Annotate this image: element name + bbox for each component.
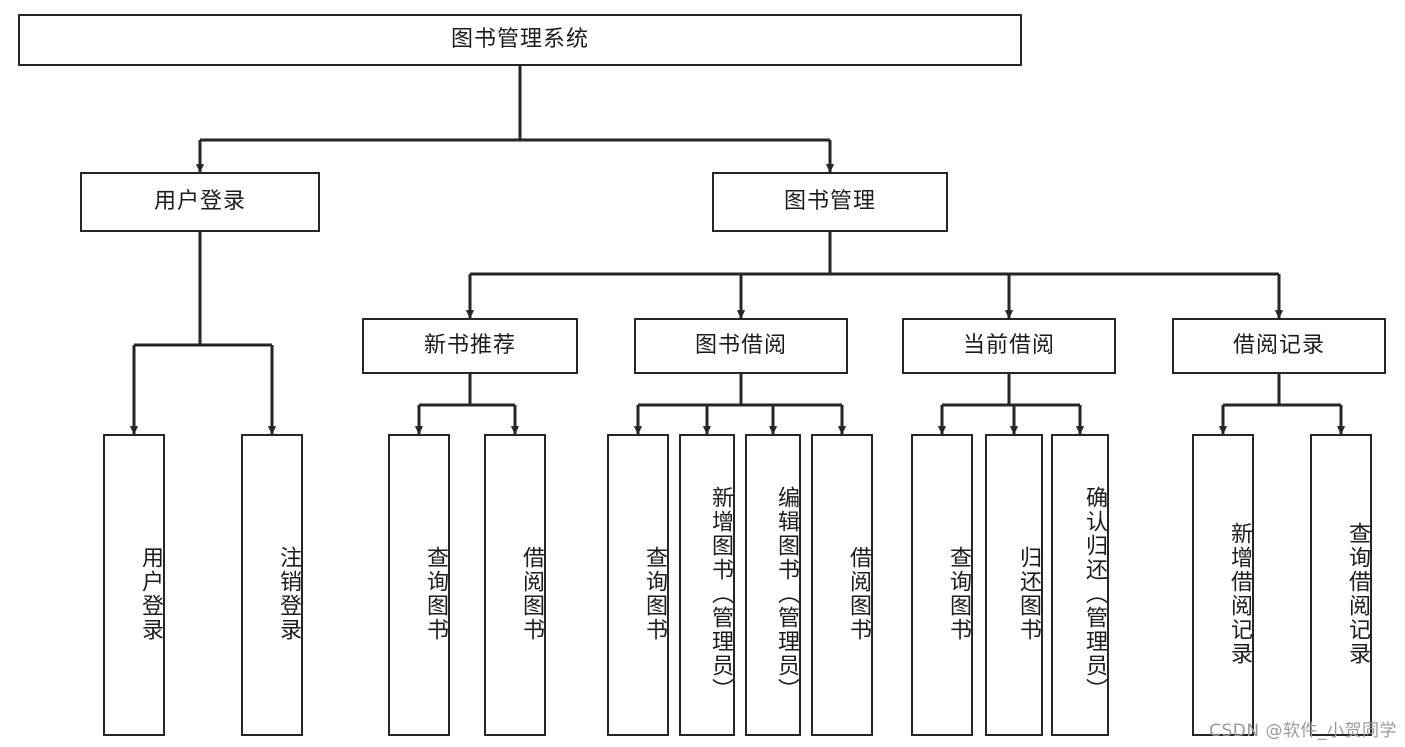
node-label-root: 图书管理系统 [450, 26, 589, 52]
node-leaf-borrow-book: 借阅图书 [811, 434, 873, 736]
node-root: 图书管理系统 [18, 14, 1022, 66]
node-leaf-query-book-current: 查询图书 [911, 434, 973, 736]
node-new-book-recommend: 新书推荐 [362, 318, 578, 374]
node-label-leaf-query-borrow-record: 查询借阅记录 [1345, 522, 1370, 666]
node-label-leaf-add-borrow-record: 新增借阅记录 [1227, 522, 1252, 666]
node-label-leaf-confirm-return-admin: 确认归还（管理员） [1082, 486, 1107, 702]
node-label-leaf-query-book-current: 查询图书 [946, 546, 971, 642]
node-label-leaf-borrow-book-recommend: 借阅图书 [519, 546, 544, 642]
node-leaf-borrow-book-recommend: 借阅图书 [484, 434, 546, 736]
node-label-leaf-user-login: 用户登录 [138, 546, 163, 642]
node-label-leaf-query-book-borrow: 查询图书 [642, 546, 667, 642]
node-user-login: 用户登录 [80, 172, 320, 232]
node-label-book-management: 图书管理 [783, 188, 876, 214]
node-label-current-borrow: 当前借阅 [962, 332, 1055, 358]
node-label-leaf-return-book: 归还图书 [1016, 546, 1041, 642]
node-label-new-book-recommend: 新书推荐 [423, 332, 516, 358]
node-label-borrow-records: 借阅记录 [1232, 332, 1325, 358]
node-leaf-user-login: 用户登录 [103, 434, 165, 736]
node-leaf-query-book-borrow: 查询图书 [607, 434, 669, 736]
csdn-watermark: CSDN @软件_小贺同学 [1209, 721, 1397, 741]
node-leaf-return-book: 归还图书 [985, 434, 1043, 736]
node-label-leaf-edit-book-admin: 编辑图书（管理员） [774, 486, 799, 702]
node-label-leaf-user-logout: 注销登录 [276, 546, 301, 642]
node-leaf-user-logout: 注销登录 [241, 434, 303, 736]
node-label-book-borrow: 图书借阅 [694, 332, 787, 358]
node-borrow-records: 借阅记录 [1172, 318, 1386, 374]
node-label-leaf-query-book-recommend: 查询图书 [423, 546, 448, 642]
node-label-leaf-add-book-admin: 新增图书（管理员） [708, 486, 733, 702]
node-leaf-add-borrow-record: 新增借阅记录 [1192, 434, 1254, 736]
node-leaf-edit-book-admin: 编辑图书（管理员） [745, 434, 801, 736]
node-current-borrow: 当前借阅 [902, 318, 1116, 374]
node-label-leaf-borrow-book: 借阅图书 [846, 546, 871, 642]
node-leaf-confirm-return-admin: 确认归还（管理员） [1051, 434, 1109, 736]
node-book-management: 图书管理 [712, 172, 948, 232]
node-leaf-query-borrow-record: 查询借阅记录 [1310, 434, 1372, 736]
node-leaf-add-book-admin: 新增图书（管理员） [679, 434, 735, 736]
node-book-borrow: 图书借阅 [634, 318, 848, 374]
node-label-user-login: 用户登录 [153, 188, 246, 214]
node-leaf-query-book-recommend: 查询图书 [388, 434, 450, 736]
